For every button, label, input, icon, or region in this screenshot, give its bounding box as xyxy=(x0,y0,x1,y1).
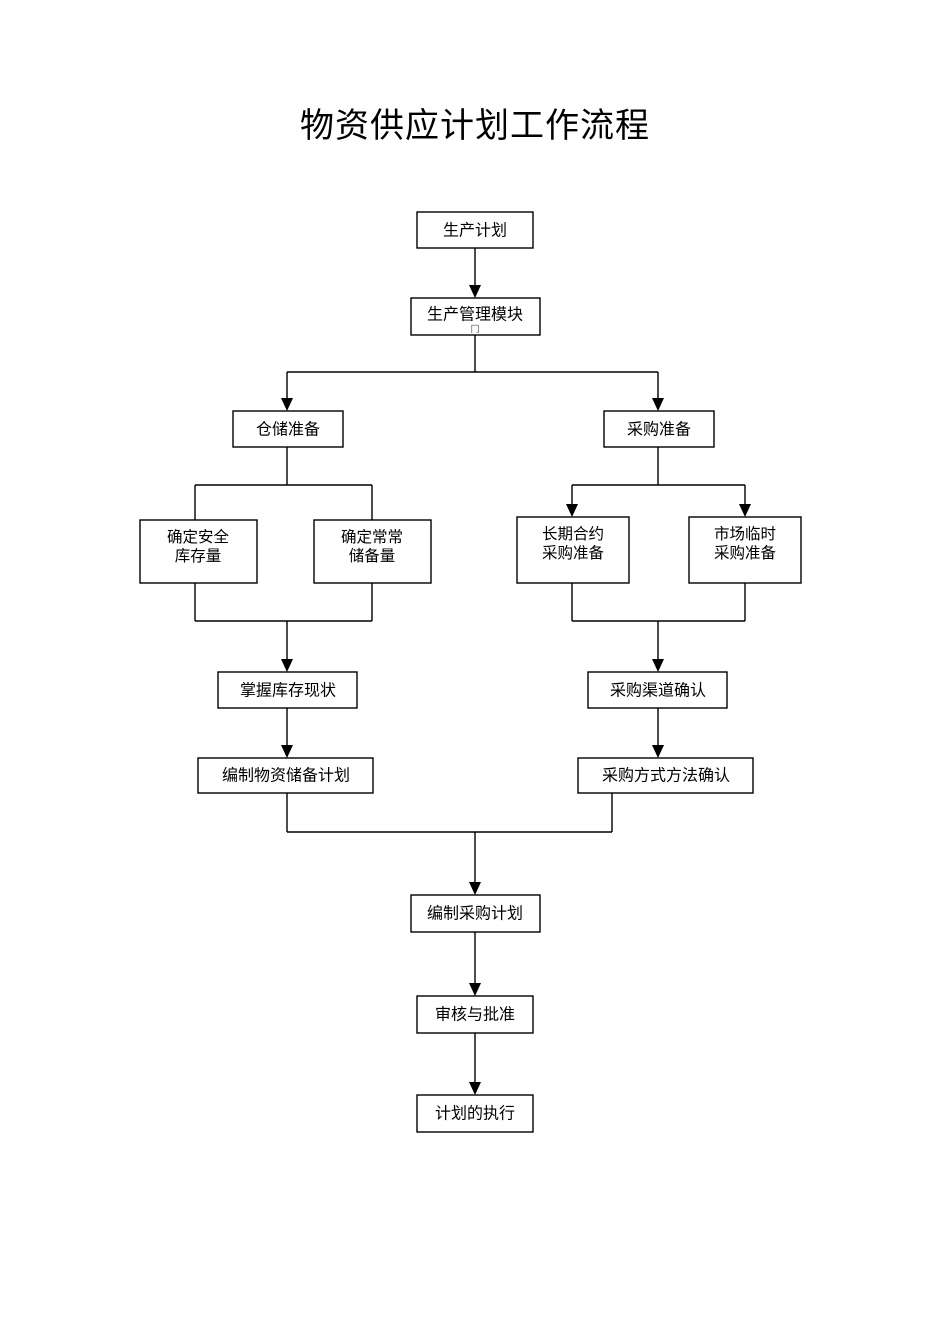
node-label-line-1: 长期合约 xyxy=(542,525,604,543)
node-label-line-2: 采购准备 xyxy=(714,544,777,562)
node-label: 审核与批准 xyxy=(435,1005,515,1024)
node-label-line-2: 采购准备 xyxy=(542,544,605,562)
node-plan-execution[interactable]: 计划的执行 xyxy=(416,1094,534,1133)
edge-inventory-status-to-reserve-plan xyxy=(281,708,293,758)
node-label: 采购准备 xyxy=(627,420,691,439)
edge-plans-merge-to-purchase-plan xyxy=(286,793,613,895)
node-label-line-1: 确定安全 xyxy=(167,528,230,546)
edge-procurement-prep-split xyxy=(566,447,751,517)
node-label-line-2: 储备量 xyxy=(349,547,396,565)
node-production-plan[interactable]: 生产计划 xyxy=(416,211,534,249)
node-prepare-purchase-plan[interactable]: 编制采购计划 xyxy=(410,894,541,933)
node-procurement-channel-confirmation[interactable]: 采购渠道确认 xyxy=(587,671,728,709)
node-determine-safety-stock[interactable]: 确定安全 库存量 xyxy=(139,519,258,584)
node-label: 掌握库存现状 xyxy=(240,681,336,700)
edge-production-plan-to-module xyxy=(469,248,481,298)
node-label: 生产管理模块 xyxy=(427,305,523,324)
node-review-and-approval[interactable]: 审核与批准 xyxy=(416,995,534,1034)
node-label: 编制采购计划 xyxy=(427,904,523,923)
node-label: 仓储准备 xyxy=(256,420,320,439)
node-label: 采购渠道确认 xyxy=(610,681,706,700)
node-label: 编制物资储备计划 xyxy=(222,766,350,785)
glyph-artifact: 冂 xyxy=(470,324,479,335)
edge-channel-to-method xyxy=(652,708,664,758)
edge-purchase-plan-to-approval xyxy=(469,932,481,996)
edge-warehouse-prep-split xyxy=(194,447,373,520)
node-production-management-module[interactable]: 生产管理模块 冂 xyxy=(410,297,541,336)
connectors xyxy=(194,248,751,1095)
node-label: 计划的执行 xyxy=(435,1104,515,1123)
node-warehouse-preparation[interactable]: 仓储准备 xyxy=(232,410,344,448)
node-prepare-material-reserve-plan[interactable]: 编制物资储备计划 xyxy=(197,757,374,794)
node-label-line-2: 库存量 xyxy=(175,547,222,565)
page-title: 物资供应计划工作流程 xyxy=(300,106,650,146)
node-label: 生产计划 xyxy=(443,221,507,240)
node-label: 采购方式方法确认 xyxy=(602,766,730,785)
node-procurement-method-confirmation[interactable]: 采购方式方法确认 xyxy=(577,757,754,794)
node-grasp-inventory-status[interactable]: 掌握库存现状 xyxy=(217,671,358,709)
edge-module-split xyxy=(281,335,664,411)
edge-procurement-merge-to-channel xyxy=(571,583,746,672)
node-procurement-preparation[interactable]: 采购准备 xyxy=(603,410,715,448)
node-label-line-1: 市场临时 xyxy=(714,525,776,543)
edge-approval-to-execution xyxy=(469,1033,481,1095)
node-determine-regular-reserve[interactable]: 确定常常 储备量 xyxy=(313,519,432,584)
node-long-term-contract-procurement[interactable]: 长期合约 采购准备 xyxy=(516,516,630,584)
edge-stock-merge-to-inventory-status xyxy=(194,583,373,672)
node-label-line-1: 确定常常 xyxy=(341,528,403,546)
node-market-temporary-procurement[interactable]: 市场临时 采购准备 xyxy=(688,516,802,584)
